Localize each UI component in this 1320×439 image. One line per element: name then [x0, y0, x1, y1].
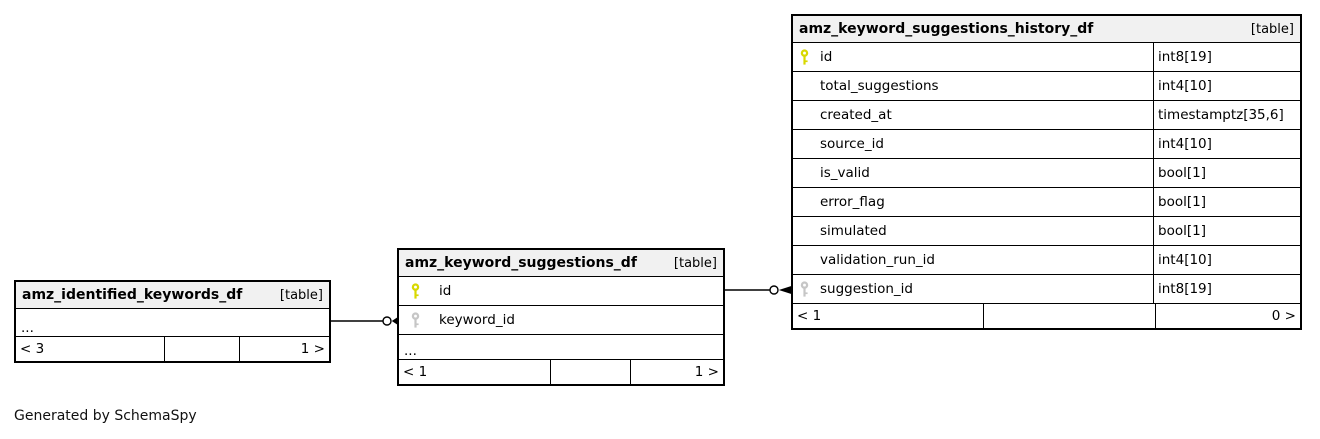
column-row: validation_run_id int4[10]: [793, 246, 1300, 275]
table-header: amz_keyword_suggestions_history_df [tabl…: [793, 16, 1300, 43]
table-node-amz-keyword-suggestions-history-df[interactable]: amz_keyword_suggestions_history_df [tabl…: [791, 14, 1302, 330]
footer-spacer-cell: [551, 360, 631, 384]
footer-children-count: 1 >: [300, 341, 325, 357]
table-node-amz-keyword-suggestions-df[interactable]: amz_keyword_suggestions_df [table] id: [397, 248, 725, 386]
column-name: simulated: [820, 223, 887, 239]
column-type: bool[1]: [1153, 188, 1300, 216]
footer-spacer-cell: [165, 337, 240, 361]
column-row: simulated bool[1]: [793, 217, 1300, 246]
footer-parents-count: < 3: [16, 337, 165, 361]
column-row: suggestion_id int8[19]: [793, 275, 1300, 304]
table-node-amz-identified-keywords-df[interactable]: amz_identified_keywords_df [table] ... <…: [14, 280, 331, 363]
odot-marker: [382, 316, 392, 326]
column-row: error_flag bool[1]: [793, 188, 1300, 217]
footer-children-count: 0 >: [1271, 308, 1296, 324]
column-row: keyword_id: [399, 306, 723, 335]
footer-children-count: 1 >: [694, 364, 719, 380]
column-row: is_valid bool[1]: [793, 159, 1300, 188]
odot-marker: [769, 285, 779, 295]
column-row: id: [399, 277, 723, 306]
table-header: amz_identified_keywords_df [table]: [16, 282, 329, 309]
column-type: bool[1]: [1153, 159, 1300, 187]
primary-key-icon: [405, 282, 439, 300]
table-title: amz_identified_keywords_df: [22, 287, 243, 303]
column-type: timestamptz[35,6]: [1153, 101, 1300, 129]
column-name: source_id: [820, 136, 884, 152]
column-type: bool[1]: [1153, 217, 1300, 245]
column-row: created_at timestamptz[35,6]: [793, 101, 1300, 130]
column-row: id int8[19]: [793, 43, 1300, 72]
foreign-key-icon: [405, 311, 439, 329]
collapsed-columns-row: ...: [16, 309, 329, 337]
column-name: keyword_id: [439, 312, 515, 328]
table-title: amz_keyword_suggestions_history_df: [799, 21, 1094, 37]
column-name: is_valid: [820, 165, 870, 181]
ellipsis-label: ...: [404, 343, 417, 359]
generated-by-note: Generated by SchemaSpy: [14, 408, 197, 424]
column-type: int4[10]: [1153, 72, 1300, 100]
column-name: total_suggestions: [820, 78, 939, 94]
column-name: id: [439, 283, 452, 299]
table-header: amz_keyword_suggestions_df [table]: [399, 250, 723, 277]
table-footer: < 1 1 >: [399, 360, 723, 384]
table-title: amz_keyword_suggestions_df: [405, 255, 637, 271]
table-type-badge: [table]: [1250, 21, 1294, 37]
column-name: validation_run_id: [820, 252, 935, 268]
footer-parents-count: < 1: [399, 360, 551, 384]
column-name: error_flag: [820, 194, 885, 210]
column-type: int8[19]: [1153, 43, 1300, 71]
primary-key-icon: [799, 48, 820, 66]
column-name: suggestion_id: [820, 281, 913, 297]
column-type: int4[10]: [1153, 130, 1300, 158]
footer-spacer-cell: [984, 304, 1156, 328]
footer-parents-count: < 1: [793, 304, 984, 328]
foreign-key-icon: [799, 280, 820, 298]
collapsed-columns-row: ...: [399, 335, 723, 360]
relationship-identified-to-suggestions: [331, 316, 399, 326]
column-name: id: [820, 49, 833, 65]
column-type: int8[19]: [1153, 275, 1300, 303]
table-type-badge: [table]: [279, 287, 323, 303]
table-footer: < 3 1 >: [16, 337, 329, 361]
column-name: created_at: [820, 107, 892, 123]
column-row: total_suggestions int4[10]: [793, 72, 1300, 101]
relationship-suggestions-to-history: [724, 285, 793, 295]
table-footer: < 1 0 >: [793, 304, 1300, 328]
ellipsis-label: ...: [21, 320, 34, 336]
column-type: int4[10]: [1153, 246, 1300, 274]
column-row: source_id int4[10]: [793, 130, 1300, 159]
table-type-badge: [table]: [673, 255, 717, 271]
